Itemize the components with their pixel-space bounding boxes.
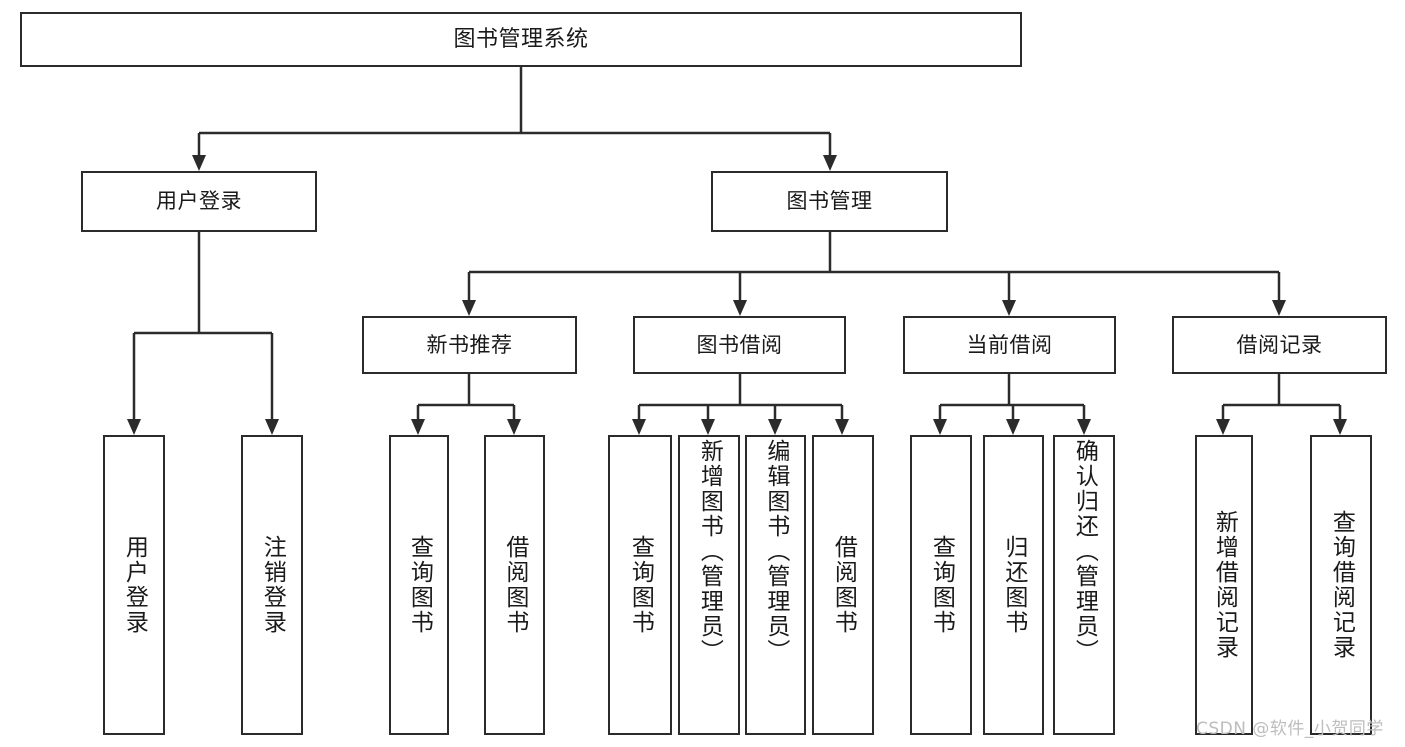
node-level1-图书管理[interactable]: 图书管理 bbox=[711, 171, 948, 232]
node-label: 用户登录 bbox=[156, 189, 242, 213]
node-label: 借阅图书 bbox=[501, 535, 528, 635]
node-leaf-新增借阅记录[interactable]: 新增借阅记录 bbox=[1195, 435, 1253, 735]
node-root-图书管理系统[interactable]: 图书管理系统 bbox=[20, 12, 1022, 67]
node-label: 图书借阅 bbox=[696, 332, 783, 357]
node-label: 新书推荐 bbox=[426, 332, 513, 357]
node-label: 确认归还（管理员） bbox=[1071, 439, 1098, 664]
node-label: 借阅记录 bbox=[1236, 332, 1323, 357]
node-label: 用户登录 bbox=[121, 535, 148, 635]
node-leaf-查询图书[interactable]: 查询图书 bbox=[910, 435, 972, 735]
node-label: 当前借阅 bbox=[966, 332, 1053, 357]
node-leaf-借阅图书[interactable]: 借阅图书 bbox=[812, 435, 874, 735]
node-label: 图书管理系统 bbox=[453, 26, 589, 52]
node-label: 查询借阅记录 bbox=[1328, 510, 1355, 660]
node-level2-当前借阅[interactable]: 当前借阅 bbox=[903, 316, 1116, 374]
watermark-label: CSDN @软件_小贺同学 bbox=[1196, 719, 1384, 739]
node-leaf-查询图书[interactable]: 查询图书 bbox=[608, 435, 672, 735]
node-label: 借阅图书 bbox=[830, 535, 857, 635]
node-label: 图书管理 bbox=[786, 189, 873, 213]
node-label: 注销登录 bbox=[259, 535, 286, 635]
node-leaf-确认归还（管理员）[interactable]: 确认归还（管理员） bbox=[1053, 435, 1115, 735]
node-leaf-归还图书[interactable]: 归还图书 bbox=[983, 435, 1044, 735]
node-label: 查询图书 bbox=[627, 535, 654, 635]
node-level1-用户登录[interactable]: 用户登录 bbox=[81, 171, 317, 232]
node-label: 编辑图书（管理员） bbox=[762, 439, 789, 664]
node-label: 新增图书（管理员） bbox=[696, 439, 723, 664]
node-level2-图书借阅[interactable]: 图书借阅 bbox=[633, 316, 846, 374]
node-leaf-借阅图书[interactable]: 借阅图书 bbox=[484, 435, 545, 735]
node-leaf-查询借阅记录[interactable]: 查询借阅记录 bbox=[1310, 435, 1372, 735]
node-level2-新书推荐[interactable]: 新书推荐 bbox=[362, 316, 577, 374]
node-leaf-编辑图书（管理员）[interactable]: 编辑图书（管理员） bbox=[745, 435, 806, 735]
node-label: 查询图书 bbox=[406, 535, 433, 635]
node-label: 查询图书 bbox=[928, 535, 955, 635]
node-label: 新增借阅记录 bbox=[1211, 510, 1238, 660]
node-leaf-新增图书（管理员）[interactable]: 新增图书（管理员） bbox=[678, 435, 740, 735]
node-level2-借阅记录[interactable]: 借阅记录 bbox=[1172, 316, 1387, 374]
node-leaf-查询图书[interactable]: 查询图书 bbox=[389, 435, 449, 735]
node-leaf-注销登录[interactable]: 注销登录 bbox=[241, 435, 303, 735]
node-leaf-用户登录[interactable]: 用户登录 bbox=[103, 435, 165, 735]
node-label: 归还图书 bbox=[1000, 535, 1027, 635]
